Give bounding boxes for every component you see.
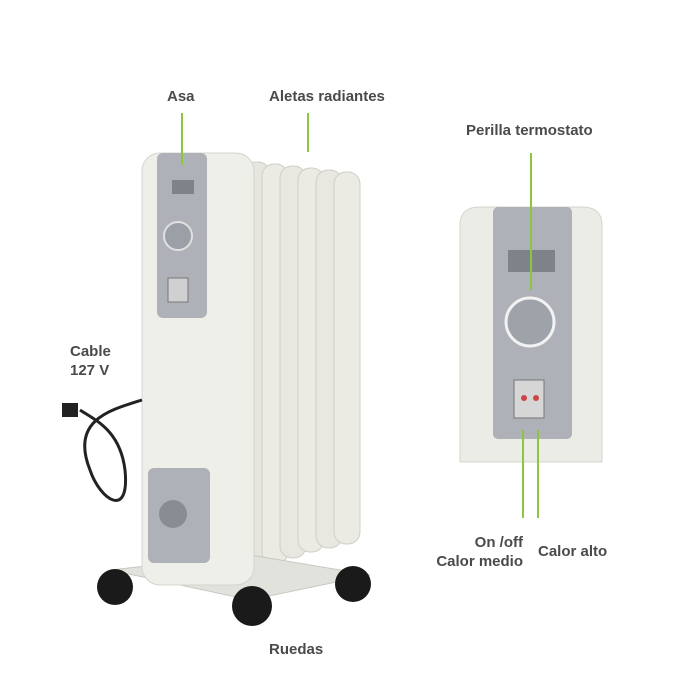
label-thermostat: Perilla termostato [466, 122, 593, 139]
label-onoff-line1: On /off [474, 534, 523, 551]
label-high-heat: Calor alto [538, 543, 608, 560]
label-cable-line2: 127 V [70, 362, 110, 379]
thermostat-closeup [459, 206, 603, 463]
label-fins: Aletas radiantes [269, 88, 385, 105]
label-onoff-line2: Calor medio [436, 553, 523, 570]
label-handle: Asa [167, 88, 195, 105]
label-cable: Cable 127 V [70, 342, 111, 380]
label-cable-line1: Cable [70, 343, 111, 360]
label-wheels: Ruedas [269, 641, 324, 658]
label-onoff: On /off Calor medio [436, 533, 523, 571]
power-cable [79, 398, 143, 502]
leader-lines [181, 113, 539, 518]
radiator-fins [243, 161, 361, 573]
